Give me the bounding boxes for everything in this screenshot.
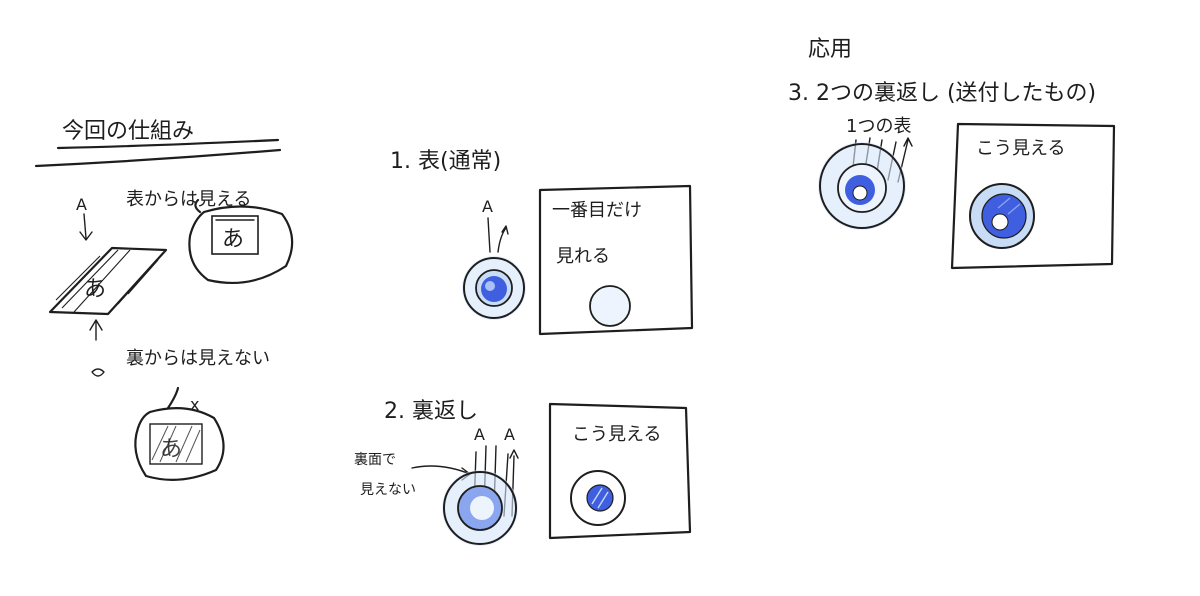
step1-section: 1. 表(通常) A 一番目だけ 見れる <box>390 149 694 336</box>
step1-eye-mark: A <box>482 197 493 216</box>
up-arrow-icon <box>89 319 103 341</box>
step2-result-inner <box>586 484 614 512</box>
step2-box-text: こう見える <box>572 424 661 445</box>
hidden-glyph: あ <box>160 437 182 462</box>
step2-eye-mark-2: A <box>504 425 515 444</box>
back-invisible-label: 裏からは見えない <box>126 348 270 369</box>
mechanism-title: 今回の仕組み <box>62 119 194 144</box>
step1-box-line2: 見れる <box>556 246 610 267</box>
hidden-bubble: x あ <box>134 386 225 481</box>
step3-result-inner <box>991 213 1009 231</box>
step2-eye-mark-1: A <box>474 425 485 444</box>
step2-lens <box>442 470 518 546</box>
step2-note-line1: 裏面で <box>354 451 396 468</box>
visible-bubble: あ <box>188 198 294 285</box>
visible-glyph: あ <box>222 227 244 252</box>
title-underline-2 <box>34 148 282 168</box>
step1-lens <box>462 256 526 320</box>
cross-mark: x <box>190 395 199 414</box>
sheet-glyph: あ <box>84 277 106 302</box>
title-underline-1 <box>56 138 280 150</box>
step3-sub-label: 1つの表 <box>846 116 911 137</box>
step1-result-circle <box>589 285 631 327</box>
step2-heading: 2. 裏返し <box>384 399 478 424</box>
step2-note-line2: 見えない <box>360 482 416 498</box>
down-arrow-icon <box>79 213 93 241</box>
front-eye-icon: A <box>76 195 93 241</box>
back-eye-icon <box>91 368 105 377</box>
step3-section: 応用 3. 2つの裏返し (送付したもの) 1つの表 こう見える <box>788 37 1116 270</box>
step3-applied-label: 応用 <box>808 37 852 62</box>
step1-sight-lines <box>487 217 509 253</box>
step1-heading: 1. 表(通常) <box>390 149 501 174</box>
step1-box-line1: 一番目だけ <box>552 200 642 221</box>
front-visible-label: 表からは見える <box>126 189 251 210</box>
front-eye-mark: A <box>76 195 87 214</box>
mechanism-section: 今回の仕組み A 表からは見える あ あ <box>34 119 294 481</box>
step2-view-box: こう見える <box>548 402 692 540</box>
step1-view-box: 一番目だけ 見れる <box>538 184 694 336</box>
step3-box-text: こう見える <box>976 138 1065 159</box>
hatched-sheet: あ <box>48 246 168 316</box>
step3-heading: 3. 2つの裏返し (送付したもの) <box>788 81 1096 106</box>
step3-lens <box>818 142 906 230</box>
step3-view-box: こう見える <box>950 122 1116 270</box>
visible-glyph-box <box>211 215 259 255</box>
step2-section: 2. 裏返し A A 裏面で 見えない こう見える <box>354 399 692 546</box>
